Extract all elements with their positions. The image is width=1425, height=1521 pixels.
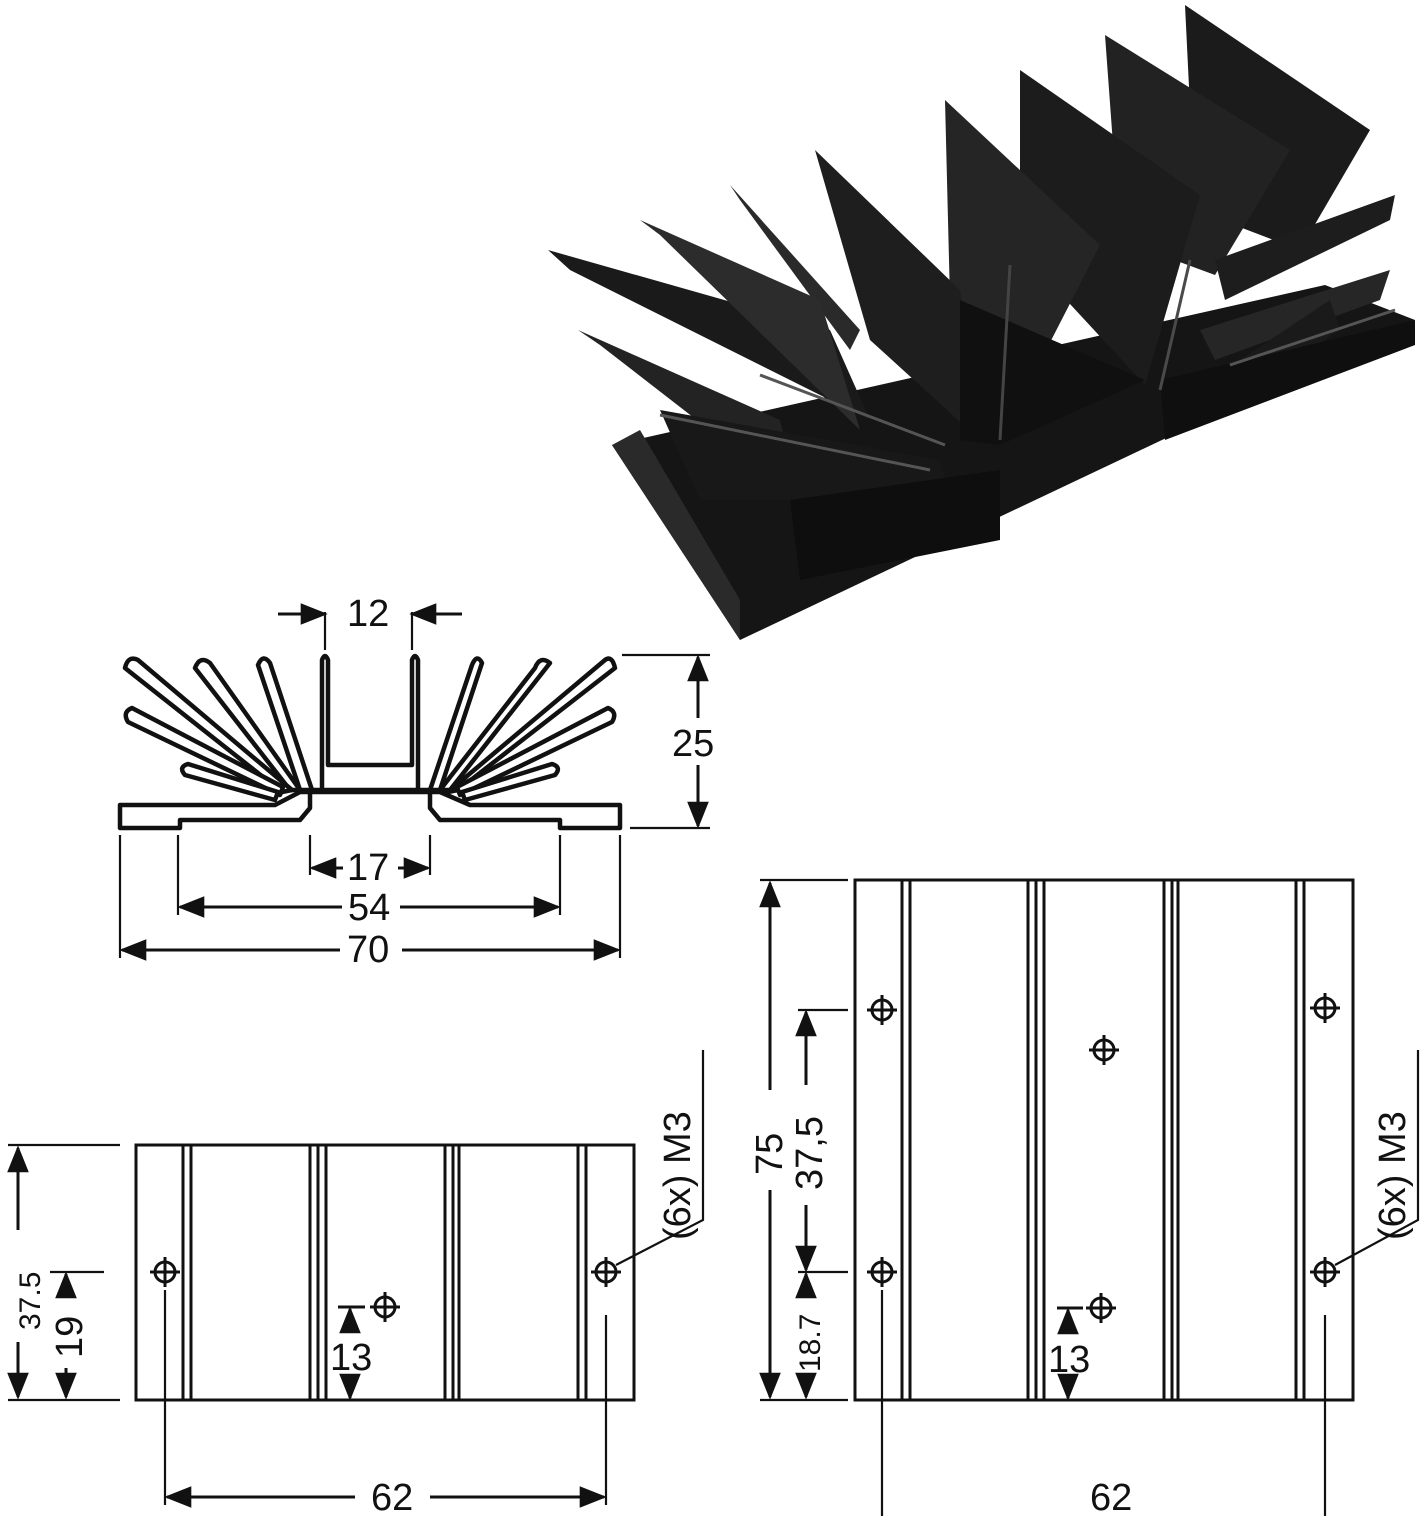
small-thread-callout: (6x) M3: [615, 1050, 705, 1266]
dim-13-label: 13: [330, 1337, 372, 1379]
dim-small-offset: 13: [330, 1305, 372, 1401]
dim-small-width: 62: [163, 1290, 608, 1519]
profile-view: 12 25 17 54: [117, 593, 714, 971]
large-outline: [853, 878, 1355, 1402]
dim-37-5-large-label: 37,5: [789, 1116, 831, 1190]
dim-profile-height: 25: [622, 653, 714, 830]
dim-70-label: 70: [347, 929, 389, 971]
dim-profile-mid: 54: [176, 835, 562, 929]
dim-small-mid: 19: [49, 1270, 104, 1400]
dim-profile-inner: 17: [308, 835, 432, 889]
thread-label-large: (6x) M3: [1372, 1111, 1414, 1240]
dim-18-7-label: 18.7: [794, 1314, 827, 1372]
large-hole-top-left: [867, 995, 897, 1025]
dim-37-5-label: 37.5: [14, 1272, 47, 1330]
profile-center-channel: [319, 653, 421, 793]
large-fin-lines: [900, 880, 1306, 1400]
dim-large-mid: 37,5: [789, 1008, 848, 1274]
dim-profile-top: 12: [278, 593, 462, 650]
heatsink-photo-icon: [548, 5, 1415, 640]
large-hole-bottom-left: [867, 1257, 897, 1287]
large-hole-top-right: [1310, 993, 1340, 1023]
dim-25-label: 25: [672, 723, 714, 765]
dim-19-label: 19: [49, 1316, 91, 1358]
dim-12-label: 12: [347, 593, 389, 635]
dim-62-large-label: 62: [1090, 1477, 1132, 1516]
large-hole-center-bottom: [1086, 1293, 1116, 1323]
dim-17-label: 17: [347, 847, 389, 889]
dim-large-width: 62: [880, 1290, 1327, 1521]
side-view-large: 75 37,5 18.7 13 62: [749, 878, 1420, 1521]
dim-75-label: 75: [749, 1133, 791, 1175]
dim-54-label: 54: [348, 887, 390, 929]
dim-13-large-label: 13: [1048, 1339, 1090, 1381]
small-outline: [134, 1143, 636, 1402]
dim-small-height: 37.5: [7, 1143, 120, 1402]
large-hole-bottom-right: [1310, 1257, 1340, 1287]
large-hole-center-top: [1089, 1035, 1119, 1065]
small-mounting-hole-right: [591, 1257, 621, 1287]
large-thread-callout: (6x) M3: [1334, 1050, 1420, 1266]
profile-base: [117, 787, 623, 831]
small-mounting-hole-center: [370, 1292, 400, 1322]
small-mounting-hole-left: [150, 1257, 180, 1287]
profile-left-fins: [122, 656, 315, 803]
profile-right-fins: [427, 656, 618, 803]
dim-large-offset: 13: [1048, 1306, 1090, 1401]
thread-label-small: (6x) M3: [657, 1111, 699, 1240]
dim-large-height: 75: [749, 878, 848, 1402]
dim-profile-overall: 70: [118, 835, 622, 971]
dim-large-low: 18.7: [794, 1271, 827, 1400]
dim-62-label: 62: [371, 1477, 413, 1516]
small-fin-lines: [181, 1145, 588, 1400]
side-view-small: 37.5 19 13 62 (6x) M3: [7, 1050, 705, 1519]
